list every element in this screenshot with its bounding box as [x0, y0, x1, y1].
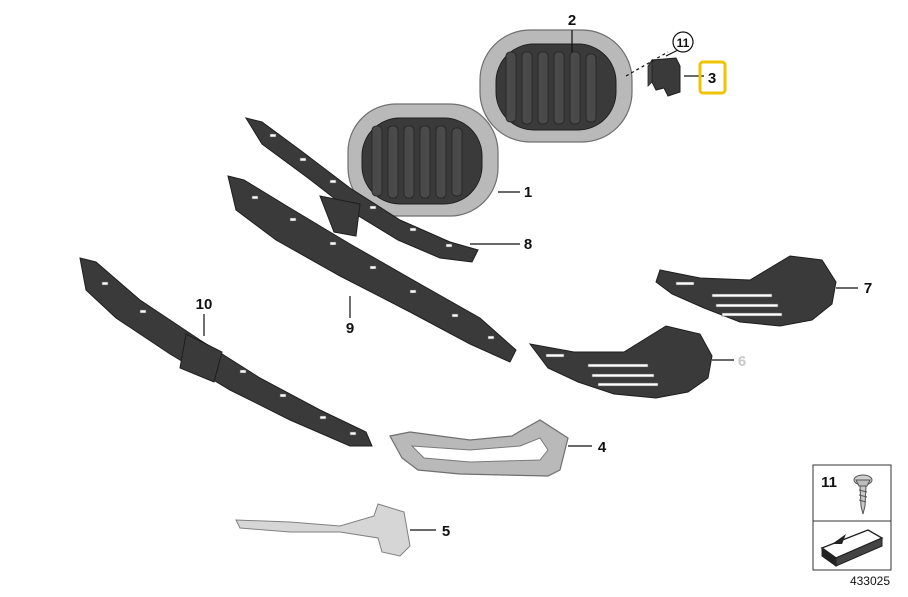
callout-9[interactable]: 9 — [346, 320, 354, 337]
callouts: 2 11 3 1 8 9 10 7 6 4 5 — [196, 12, 873, 540]
callout-7[interactable]: 7 — [864, 280, 872, 297]
wedge-symbol-icon — [820, 529, 884, 567]
callout-3[interactable]: 3 — [708, 70, 716, 87]
callout-6[interactable]: 6 — [738, 353, 746, 370]
part-3-bracket[interactable] — [647, 57, 681, 97]
screw-icon — [853, 474, 873, 515]
diagram-number: 433025 — [850, 574, 890, 588]
legend-part-label[interactable]: 11 — [821, 474, 837, 491]
leader-lines — [203, 30, 858, 531]
callout-10[interactable]: 10 — [196, 296, 213, 313]
part-7-side-grille-right[interactable] — [655, 255, 837, 327]
callout-5[interactable]: 5 — [442, 523, 450, 540]
part-6-side-grille-left[interactable] — [528, 325, 713, 399]
part-1-kidney-grille[interactable] — [347, 103, 499, 217]
legend-box: 11 — [812, 464, 892, 571]
part-9-middle-grille[interactable] — [227, 175, 517, 363]
callout-11-circle — [672, 31, 694, 53]
part-5-trim-cover[interactable] — [235, 503, 411, 557]
callout-11[interactable]: 11 — [677, 36, 690, 50]
part-10-lower-grille[interactable] — [79, 257, 373, 447]
part-4-trim-strip[interactable] — [389, 419, 569, 477]
callout-2[interactable]: 2 — [568, 12, 576, 29]
callout-1[interactable]: 1 — [524, 184, 532, 201]
part-8-upper-grille-strip[interactable] — [244, 117, 479, 263]
part-11-dashed-link — [625, 51, 669, 77]
callout-8[interactable]: 8 — [524, 236, 532, 253]
callout-4[interactable]: 4 — [598, 439, 607, 456]
callout-3-highlight — [698, 60, 727, 95]
part-2-kidney-grille[interactable] — [479, 29, 633, 143]
